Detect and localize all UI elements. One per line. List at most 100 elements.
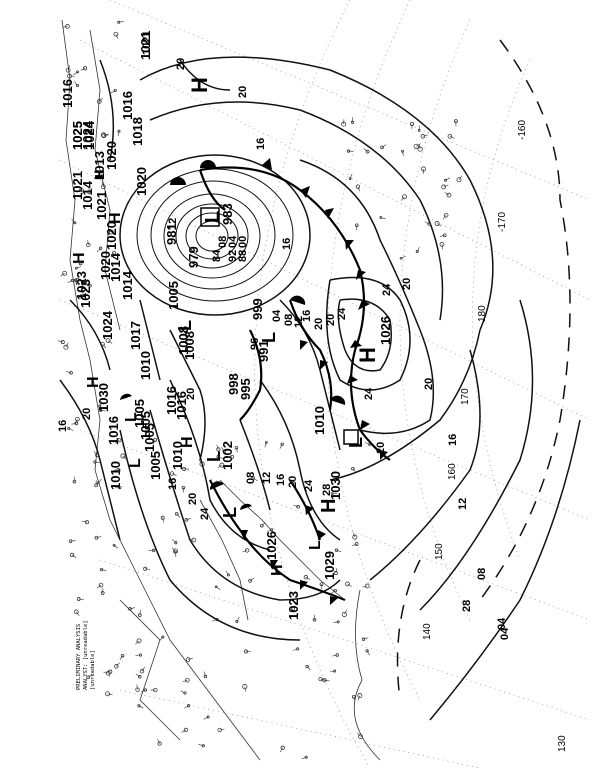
isobar-value: 20	[401, 278, 413, 290]
station-marker	[219, 462, 225, 468]
station-marker	[101, 133, 107, 139]
wind-barb	[212, 619, 218, 622]
coastal-pressure-value: 1016	[120, 91, 135, 120]
coastal-pressure-value: 1005	[132, 399, 147, 428]
station-marker	[95, 453, 99, 458]
pressure-value: 998	[226, 373, 241, 395]
station-marker	[365, 649, 369, 653]
station-marker	[217, 727, 222, 733]
isobar-value: 12	[261, 472, 273, 484]
wind-barb	[332, 654, 338, 657]
pressure-value: 1010	[312, 406, 327, 435]
pressure-value: 1024	[100, 310, 115, 340]
wind-barb	[102, 343, 107, 349]
wind-barb	[101, 181, 104, 187]
station-marker	[199, 461, 205, 467]
coastal-pressure-value: 1023	[74, 271, 89, 300]
wind-barb	[418, 144, 421, 150]
wind-barb	[441, 244, 443, 250]
wind-barb	[162, 517, 164, 523]
coastal-pressure-value: 1025	[70, 121, 85, 150]
wind-barb	[198, 459, 203, 465]
isobar-value: 16	[301, 310, 313, 322]
isobar-value: 04	[271, 309, 283, 322]
wind-barb	[329, 670, 335, 673]
coastal-pressure-value: 1010	[108, 461, 123, 490]
wind-barb	[129, 607, 135, 610]
wind-barb	[188, 539, 194, 541]
station-marker	[216, 455, 220, 459]
station-marker	[160, 515, 165, 520]
wind-barb	[216, 586, 221, 590]
wind-barb	[253, 477, 258, 482]
station-marker	[335, 653, 339, 657]
wind-barb	[88, 187, 90, 193]
coastline	[61, 19, 381, 761]
wind-barb	[99, 97, 104, 102]
wind-barb	[188, 657, 193, 660]
wind-barb	[458, 175, 463, 180]
high-center-label: H	[187, 77, 212, 93]
wind-barb	[244, 686, 246, 692]
wind-barb	[66, 371, 72, 373]
wind-barb	[152, 439, 156, 445]
coastal-pressure-value: 1018	[130, 117, 145, 146]
pressure-value: 979	[186, 246, 201, 268]
longitude-label: 160	[447, 463, 458, 480]
station-marker	[169, 471, 175, 476]
station-text: 20	[175, 58, 187, 70]
station-marker	[441, 184, 447, 190]
low-center-label: L	[259, 332, 279, 343]
station-marker	[112, 250, 117, 255]
wind-barb	[67, 65, 70, 71]
station-marker	[109, 229, 114, 235]
wind-barb	[76, 611, 80, 616]
isobar-value: 16	[167, 478, 179, 490]
pressure-value: 1020	[104, 221, 119, 250]
station-marker	[447, 134, 453, 139]
station-marker	[296, 505, 300, 509]
longitude-label: 170	[460, 388, 471, 405]
pressure-value: 983	[220, 203, 235, 225]
isobar-value: 04	[227, 235, 239, 248]
station-marker	[185, 677, 190, 683]
station-marker	[380, 145, 384, 150]
wind-barb	[96, 248, 101, 253]
isobar-value: 16	[57, 420, 69, 432]
wind-barb	[88, 674, 93, 678]
station-marker	[399, 256, 403, 260]
coastal-pressure-value: 1016	[60, 79, 75, 108]
header-line-3: [unreadable]	[90, 650, 96, 690]
longitude-label: 130	[557, 735, 568, 752]
pressure-value: 1008	[182, 331, 197, 360]
station-marker	[83, 66, 88, 71]
wind-barb	[110, 90, 116, 94]
wind-barb	[439, 235, 445, 237]
station-marker	[105, 691, 110, 697]
station-marker	[291, 480, 295, 484]
wind-barb	[87, 239, 89, 245]
station-marker	[364, 583, 370, 589]
station-marker	[351, 694, 356, 699]
wind-barb	[136, 684, 138, 690]
wind-barb	[75, 261, 81, 264]
pressure-value: 991	[256, 340, 271, 362]
wind-barb	[349, 173, 353, 179]
station-marker	[153, 438, 157, 442]
wind-barb	[219, 728, 225, 731]
wind-barb	[306, 666, 311, 671]
coastal-pressure-value: 1017	[128, 321, 143, 350]
station-text: 04	[499, 627, 511, 640]
wind-barb	[400, 196, 405, 201]
station-plots	[57, 20, 463, 760]
wind-barb	[101, 569, 107, 571]
wind-barb	[117, 131, 120, 137]
station-marker	[183, 691, 187, 695]
station-marker	[98, 246, 103, 250]
pressure-centers: H L H H L L L L L L H H L H L H H H	[71, 77, 380, 576]
wind-barb	[159, 636, 164, 641]
wind-barb	[221, 446, 225, 452]
station-marker	[62, 270, 68, 276]
isobar-value: 16	[255, 138, 267, 150]
wind-barb	[400, 255, 406, 259]
